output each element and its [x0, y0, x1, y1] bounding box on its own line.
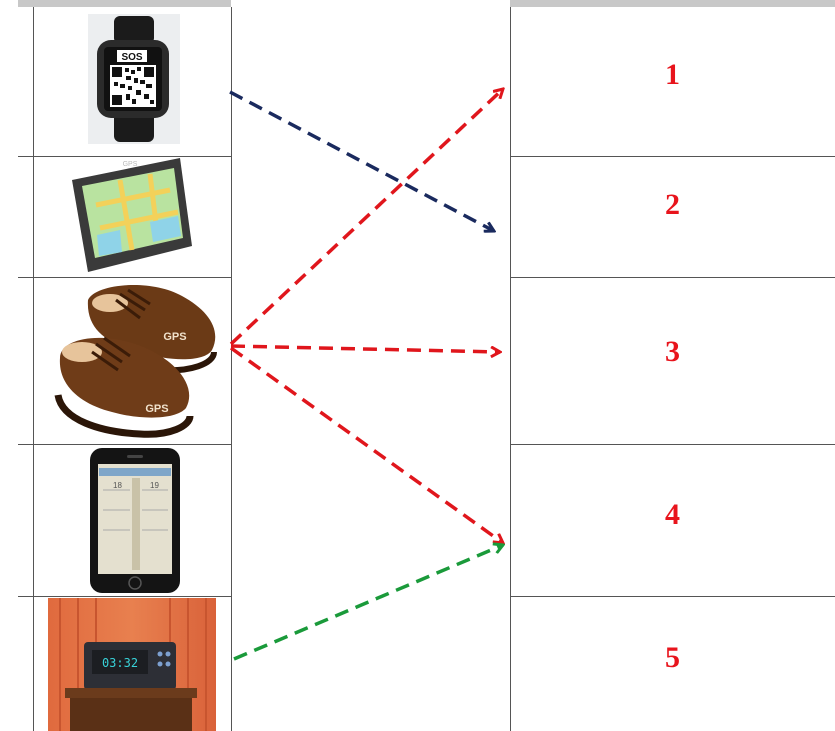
desk-clock-icon: 03:32 — [48, 598, 216, 731]
sos-text: SOS — [121, 52, 142, 63]
right-row-divider — [510, 596, 835, 597]
right-header-bar — [510, 0, 835, 7]
arrow-clock-to-4 — [233, 545, 503, 661]
left-row-divider — [18, 277, 231, 278]
left-border-inner — [231, 7, 232, 731]
arrow-shoes-to-1 — [229, 89, 503, 346]
arrow-watch-to-2 — [229, 90, 494, 231]
left-header-bar — [18, 0, 231, 7]
arrow-shoes-to-4 — [229, 346, 503, 543]
shoe-gps-label-2: GPS — [145, 403, 168, 415]
gps-shoes-icon: GPS GPS — [54, 284, 217, 438]
left-row-divider — [18, 444, 231, 445]
shoe-gps-label-1: GPS — [163, 331, 186, 343]
number-4: 4 — [665, 498, 680, 531]
connection-arrows — [229, 89, 503, 661]
left-row-divider — [18, 156, 231, 157]
phone-date-left: 18 — [113, 481, 122, 490]
smartphone-icon: 18 19 — [90, 448, 180, 593]
number-3: 3 — [665, 335, 680, 368]
right-row-divider — [510, 444, 835, 445]
right-border — [510, 7, 511, 731]
arrow-shoes-to-3 — [230, 344, 500, 352]
number-2: 2 — [665, 188, 680, 221]
gps-label: GPS — [123, 161, 138, 168]
gps-navigator-icon: GPS — [72, 158, 192, 272]
left-row-divider — [18, 596, 231, 597]
phone-date-right: 19 — [150, 481, 159, 490]
clock-time: 03:32 — [102, 656, 138, 670]
smartwatch-icon: SOS — [88, 14, 180, 144]
right-row-divider — [510, 156, 835, 157]
left-border-outer — [33, 7, 34, 731]
right-row-divider — [510, 277, 835, 278]
number-1: 1 — [665, 58, 680, 91]
number-5: 5 — [665, 641, 680, 674]
